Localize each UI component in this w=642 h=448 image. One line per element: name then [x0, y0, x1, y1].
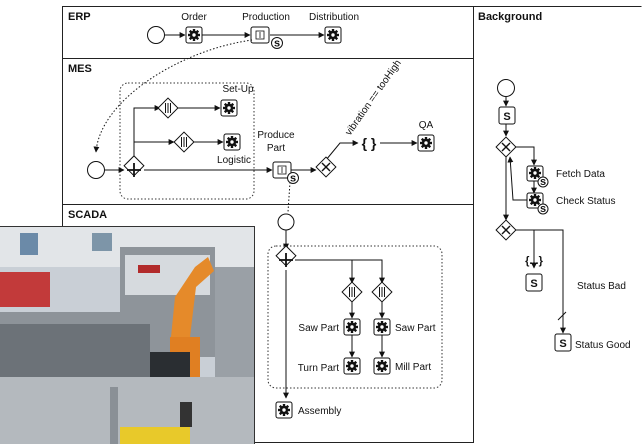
produce-part-subprocess[interactable]: s	[272, 161, 299, 185]
erp-start-event[interactable]	[147, 26, 165, 44]
subprocess-marker: s	[540, 203, 546, 215]
scada-start-event[interactable]	[277, 213, 295, 231]
saw-part-right-label: Saw Part	[395, 323, 436, 334]
saw-left-multi-instance-gateway[interactable]	[341, 281, 363, 303]
subprocess-marker: s	[290, 173, 296, 185]
qa-task[interactable]	[417, 134, 435, 152]
background-exclusive-gateway-2[interactable]	[495, 219, 517, 241]
message-flow-mes-scada	[287, 181, 291, 213]
gear-icon	[346, 321, 358, 333]
logistic-multi-instance-gateway[interactable]	[173, 131, 195, 153]
production-subprocess[interactable]: s	[250, 26, 283, 50]
script-task-good[interactable]: S	[554, 333, 572, 352]
mes-start-event[interactable]	[87, 161, 105, 179]
lane-title-scada: SCADA	[68, 209, 107, 221]
mes-flow	[87, 105, 418, 179]
subprocess-icon	[277, 165, 287, 175]
subprocess-icon	[255, 30, 265, 40]
subprocess-marker: s	[540, 176, 546, 188]
background-exclusive-gateway-1[interactable]	[495, 136, 517, 158]
scada-flow	[277, 213, 385, 399]
gear-icon	[346, 360, 358, 372]
mes-group-box	[119, 82, 255, 200]
scada-parallel-gateway[interactable]	[275, 245, 297, 267]
logistic-task[interactable]	[223, 133, 241, 151]
setup-label: Set-Up	[222, 84, 254, 95]
logistic-label: Logistic	[217, 155, 251, 166]
script-task-bad[interactable]: S	[525, 273, 543, 292]
gear-icon	[420, 137, 432, 149]
setup-multi-instance-gateway[interactable]	[157, 97, 179, 119]
lane-title-mes: MES	[68, 63, 92, 75]
distribution-task[interactable]	[324, 26, 342, 44]
mes-parallel-gateway[interactable]	[123, 155, 145, 177]
script-icon: S	[559, 338, 566, 350]
saw-right-multi-instance-gateway[interactable]	[371, 281, 393, 303]
mes-exclusive-gateway[interactable]	[315, 156, 337, 178]
fetch-data-label: Fetch Data	[556, 169, 605, 180]
gear-icon	[327, 29, 339, 41]
background-flow	[497, 79, 566, 334]
subprocess-marker: s	[274, 38, 280, 50]
gear-icon	[278, 404, 290, 416]
distribution-label: Distribution	[309, 12, 359, 23]
script-task-top[interactable]: S	[498, 106, 516, 125]
gear-icon	[226, 136, 238, 148]
lane-title-erp: ERP	[68, 11, 91, 23]
produce-part-label-line1: Produce	[257, 130, 295, 141]
status-good-label: Status Good	[575, 340, 631, 351]
script-braces-event[interactable]: {...}	[525, 255, 543, 267]
check-status-task[interactable]: s	[526, 192, 549, 215]
erp-flow	[147, 26, 325, 44]
order-label: Order	[181, 12, 207, 23]
saw-part-left-label: Saw Part	[298, 323, 339, 334]
gear-icon	[188, 29, 200, 41]
background-start-event[interactable]	[497, 79, 515, 97]
turn-part-label: Turn Part	[298, 363, 340, 374]
production-label: Production	[242, 12, 290, 23]
produce-part-label-line2: Part	[267, 143, 286, 154]
order-task[interactable]	[185, 26, 203, 44]
vibration-condition-event[interactable]: { }	[362, 135, 377, 151]
script-icon: S	[503, 111, 510, 123]
setup-task[interactable]	[220, 99, 238, 117]
script-icon: S	[530, 278, 537, 290]
condition-label: vibration == tooHigh	[343, 58, 403, 138]
gear-icon	[223, 102, 235, 114]
gear-icon	[376, 321, 388, 333]
check-status-label: Check Status	[556, 196, 615, 207]
assembly-task[interactable]	[275, 401, 293, 419]
fetch-data-task[interactable]: s	[526, 165, 549, 188]
mill-part-task[interactable]	[373, 357, 391, 375]
saw-part-right-task[interactable]	[373, 318, 391, 336]
gear-icon	[376, 360, 388, 372]
assembly-label: Assembly	[298, 406, 341, 417]
saw-part-left-task[interactable]	[343, 318, 361, 336]
mill-part-label: Mill Part	[395, 362, 431, 373]
industrial-robot-photo	[0, 226, 255, 444]
default-flow-marker	[557, 311, 567, 321]
lane-title-background: Background	[478, 11, 542, 23]
status-bad-label: Status Bad	[577, 281, 626, 292]
svg-text:{ }: { }	[362, 135, 377, 151]
turn-part-task[interactable]	[343, 357, 361, 375]
qa-label: QA	[419, 120, 434, 131]
